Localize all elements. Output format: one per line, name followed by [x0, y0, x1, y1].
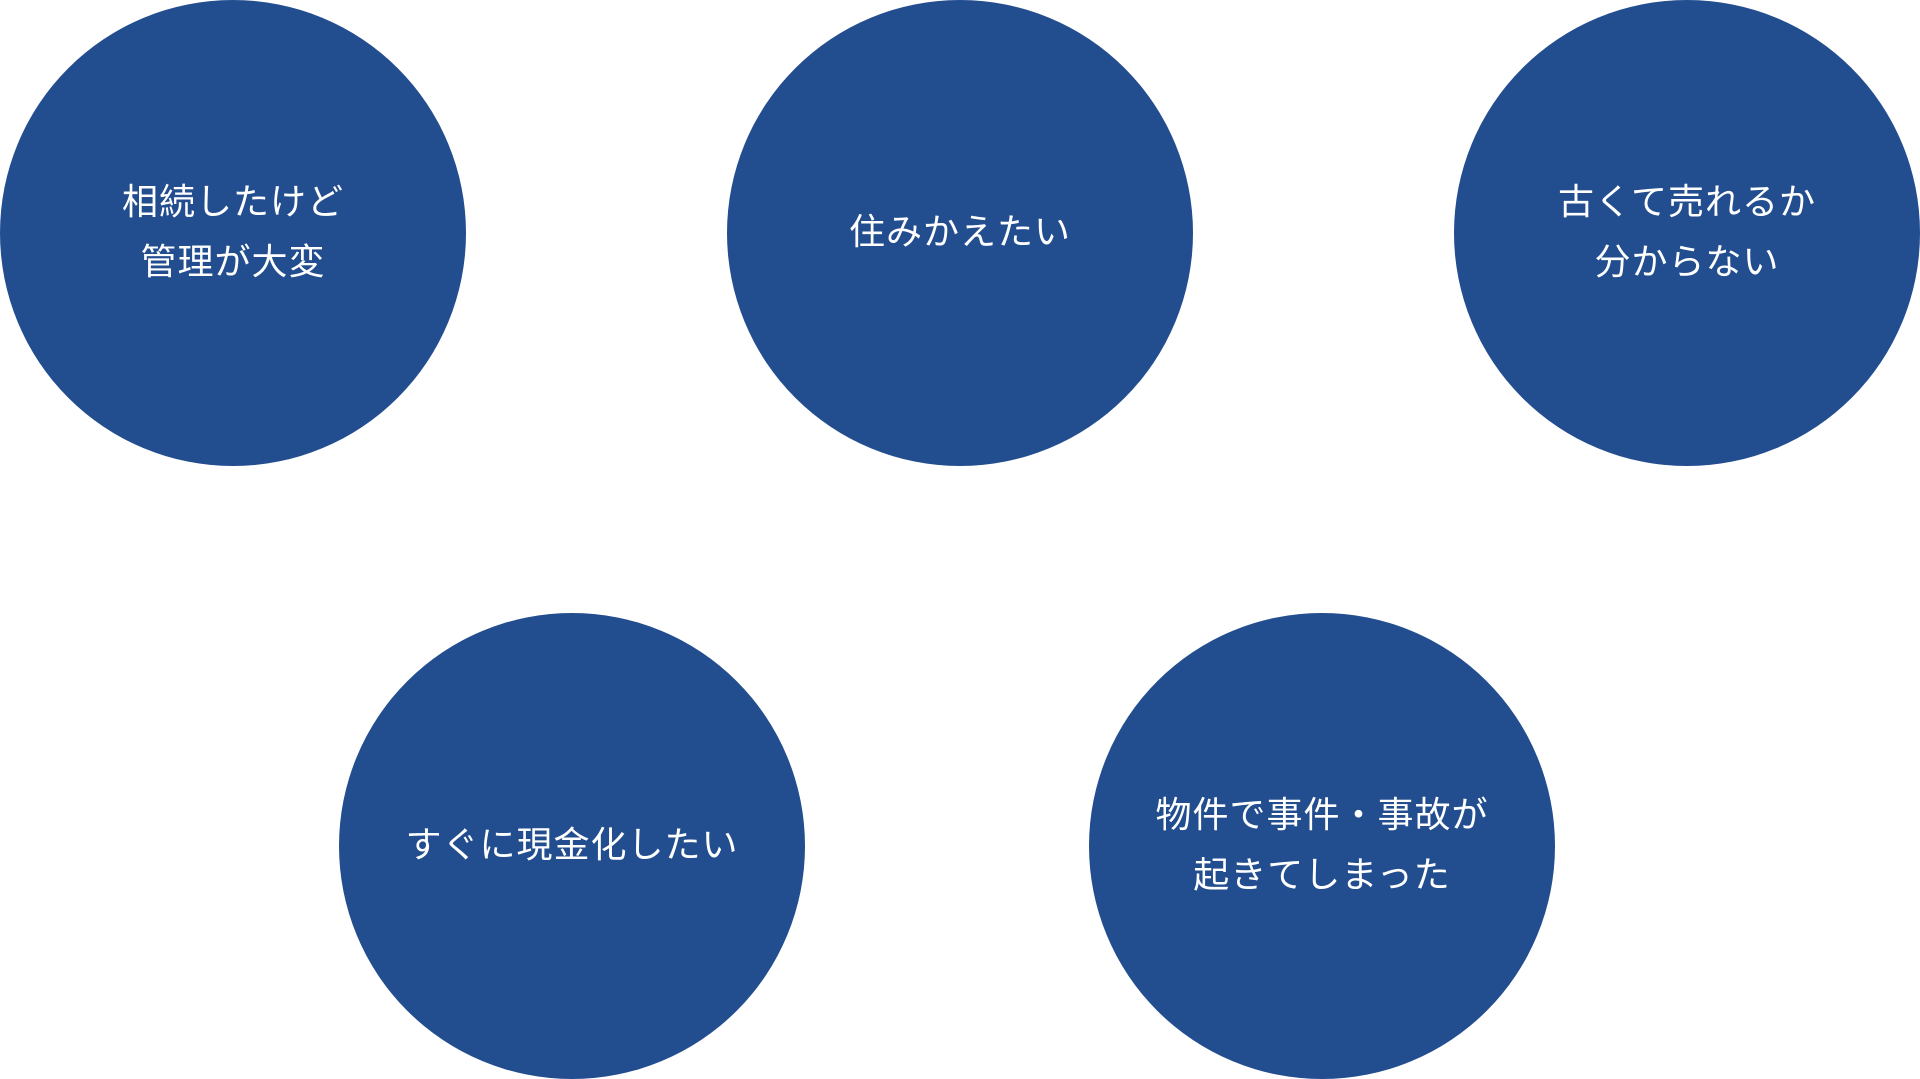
- concern-circle-incident: 物件で事件・事故が 起きてしまった: [1089, 613, 1555, 1079]
- concern-text: 管理が大変: [140, 242, 326, 283]
- concern-circle-inheritance: 相続したけど 管理が大変: [0, 0, 466, 466]
- concern-text: 分からない: [1594, 242, 1780, 283]
- concern-text: 相続したけど: [121, 182, 344, 223]
- concern-text: 物件で事件・事故が: [1155, 795, 1489, 836]
- concern-text: すぐに現金化したい: [405, 825, 739, 866]
- concern-text: 古くて売れるか: [1558, 182, 1816, 223]
- concern-circle-cash: すぐに現金化したい: [339, 613, 805, 1079]
- concern-text: 起きてしまった: [1193, 855, 1451, 896]
- concern-circle-relocation: 住みかえたい: [727, 0, 1193, 466]
- concern-circle-old-property: 古くて売れるか 分からない: [1454, 0, 1920, 466]
- concern-text: 住みかえたい: [848, 212, 1071, 253]
